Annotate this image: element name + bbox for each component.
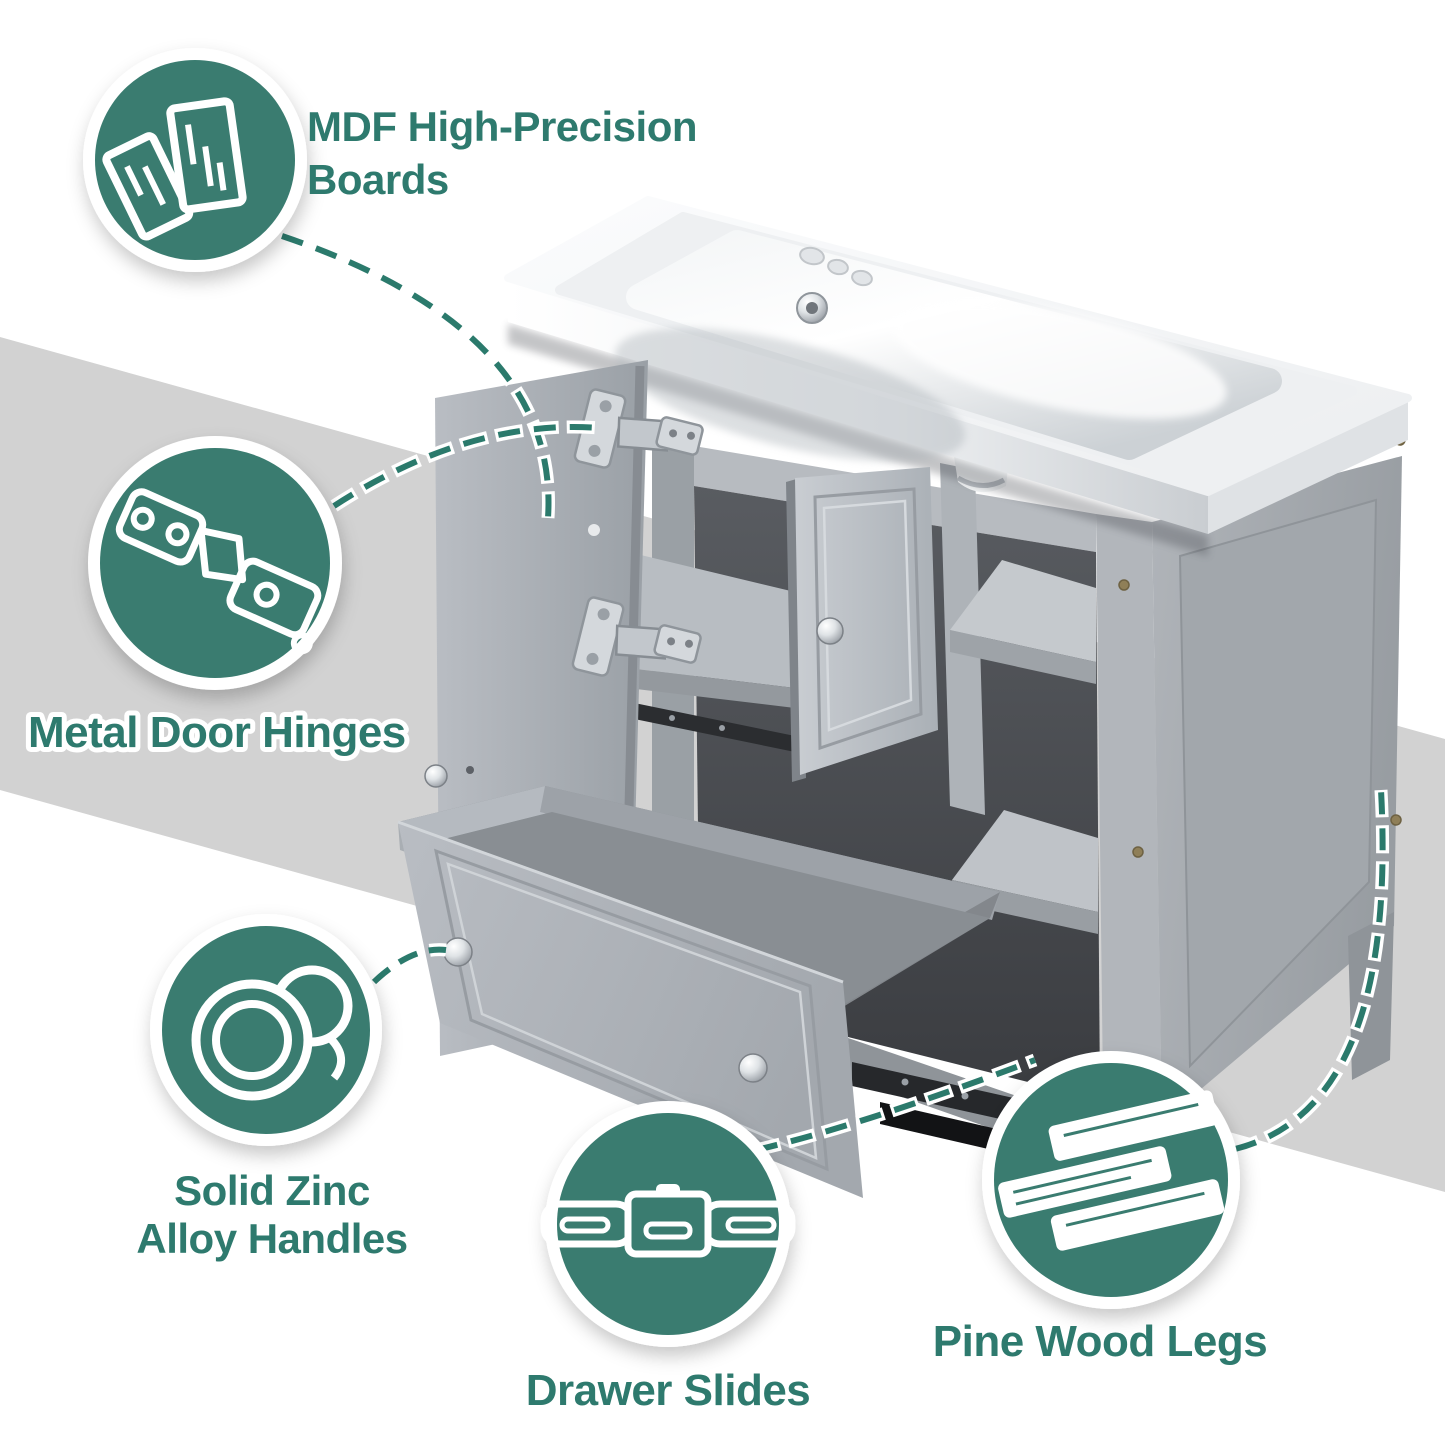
vanity-drawer <box>397 786 1148 1198</box>
connector-door-hinges <box>330 420 601 512</box>
left-door-screw-dot <box>588 524 600 536</box>
drawer-front <box>398 822 863 1198</box>
mdf-label-line2: Boards <box>307 156 449 203</box>
legs-label: Pine Wood Legs <box>933 1317 1267 1366</box>
middle-door-knob <box>816 617 844 645</box>
bronze-screw <box>1132 846 1144 858</box>
left-door-top-hinge <box>573 388 704 469</box>
drawer-slide-icon <box>540 1184 796 1258</box>
hinges-label: Metal Door Hinges <box>28 708 406 757</box>
middle-door-panel-bevel <box>822 499 913 732</box>
connector-drawer-slides <box>754 1053 1038 1157</box>
slide-rivet <box>719 725 725 731</box>
bronze-screw <box>1390 814 1402 826</box>
left-door-bottom-hinge <box>571 596 702 677</box>
middle-door-panel <box>813 487 923 751</box>
faucet-holes <box>799 246 873 287</box>
bowl-highlight <box>893 301 1227 419</box>
callout-labels: MDF High-Precision Boards Metal Door Hin… <box>23 103 1268 1415</box>
counter-right-face <box>1208 398 1408 534</box>
drawer-front-top-edge <box>397 820 844 984</box>
vanity-middle-door <box>786 467 938 782</box>
boards-icon <box>102 97 247 241</box>
drawer-floor <box>408 812 990 1008</box>
drawer-knob-left <box>443 937 473 967</box>
right-shelf-a-top <box>950 560 1096 662</box>
connector-mdf-boards <box>279 229 555 519</box>
callout-mdf-circle <box>83 48 307 272</box>
left-shelf-edge <box>628 668 795 708</box>
callout-hinge-circle <box>88 436 342 690</box>
drawer-inner-left-wall <box>398 786 552 848</box>
slide-rivet <box>669 715 675 721</box>
cabinet-right-stile <box>1096 514 1162 1170</box>
callout-circles <box>83 48 1240 1347</box>
right-shelf-b-top <box>952 810 1098 912</box>
callout-legs-circle <box>982 1051 1240 1309</box>
inner-slide-rail <box>620 700 795 752</box>
connector-lines <box>279 229 1390 1157</box>
drawer-front-panel-bevel <box>446 862 818 1160</box>
wood-planks-icon <box>998 1090 1225 1251</box>
sink-drain <box>796 292 828 324</box>
bronze-screw <box>1118 579 1130 591</box>
middle-door-face <box>795 467 938 775</box>
round-knob-icon <box>191 965 353 1101</box>
callout-handles-circle <box>150 914 382 1146</box>
connector-zinc-handles <box>369 943 447 987</box>
handles-label-line1: Solid Zinc <box>174 1167 370 1214</box>
drawer-knob-right <box>738 1053 768 1083</box>
side-panel-field <box>1178 498 1378 1069</box>
mdf-label-line1: MDF High-Precision <box>307 103 697 150</box>
drawer-inner-back-wall <box>540 786 1000 920</box>
bowl-shading <box>614 328 966 462</box>
handles-label-line2: Alloy Handles <box>136 1215 407 1262</box>
left-door-knob-screw <box>466 766 474 774</box>
connector-pine-legs <box>1233 789 1390 1156</box>
left-door-knob <box>424 764 448 788</box>
right-shelf-a-edge <box>950 630 1096 684</box>
slides-label: Drawer Slides <box>526 1366 811 1415</box>
door-hinge-icon <box>115 488 322 655</box>
vanity-counter-sink <box>504 196 1412 556</box>
callout-slides-circle <box>540 1101 796 1347</box>
